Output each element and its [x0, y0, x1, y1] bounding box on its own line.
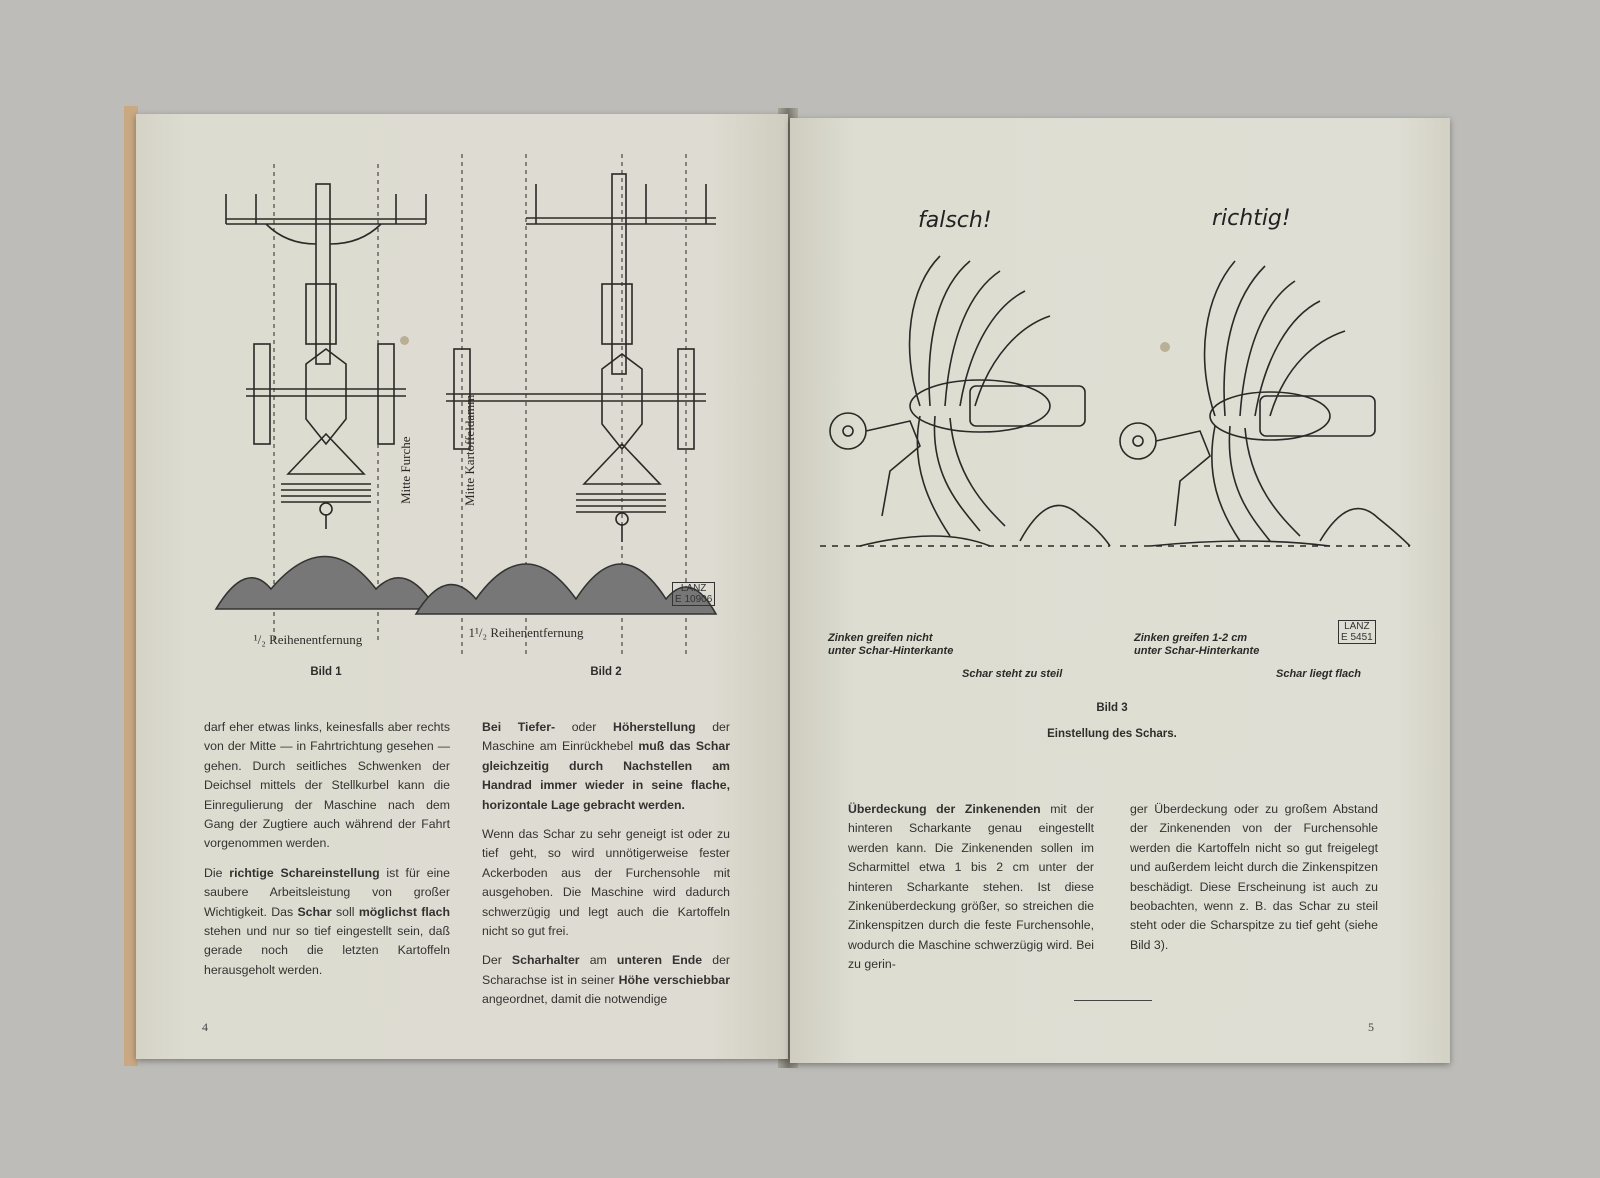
stamp-brand: LANZ	[1344, 621, 1370, 632]
stain-spot	[1160, 342, 1170, 352]
page-number-right: 5	[1368, 1020, 1374, 1034]
page-number-left: 4	[202, 1020, 208, 1034]
label-right-share: Schar liegt flach	[1276, 668, 1361, 680]
label-mitte-kartoffeldamm: Mitte Kartoffeldamm	[462, 394, 477, 506]
figure-1-dimension-label: ¹/₂ Reihenentfernung	[253, 632, 363, 647]
bold-span: muß das Schar gleichzeitig durch Nachste…	[482, 739, 730, 812]
text-span: stehen und nur so tief eingestellt sein,…	[204, 924, 450, 977]
left-col2-paragraph-2: Wenn das Schar zu sehr geneigt ist oder …	[482, 827, 730, 939]
stamp-code: E 10906	[675, 594, 713, 605]
text-span: oder	[555, 720, 613, 734]
bold-span: Höherstellung	[612, 720, 696, 734]
figure-2-drawing	[414, 154, 718, 654]
text-span: angeordnet, damit die notwendige	[482, 992, 668, 1007]
figure-3-caption-text: Einstellung des Schars.	[1047, 728, 1177, 740]
bold-span: unteren Ende	[616, 953, 703, 968]
text-span: mit der hinteren Scharkante genau einges…	[848, 802, 1095, 972]
left-col2-paragraph-1: Bei Tiefer- oder Höherstellung der Masch…	[482, 718, 730, 815]
bold-span: Höhe verschiebbar	[618, 972, 731, 987]
cover-edge	[124, 106, 138, 1066]
bold-span: Scharhalter	[511, 953, 580, 968]
left-col1-paragraph-1: darf eher etwas links, keinesfalls aber …	[204, 720, 450, 851]
label-mitte-furche: Mitte Furche	[398, 436, 413, 504]
bold-span: Überdeckung der Zinkenenden	[848, 802, 1041, 816]
left-col2-paragraph-3: Der Scharhalter am unteren Ende der Scha…	[482, 951, 730, 1009]
stamp-brand: LANZ	[680, 583, 707, 594]
bold-span: Bei Tiefer-	[482, 720, 556, 734]
stamp-code: E 5451	[1341, 632, 1373, 643]
right-col2-paragraph: ger Überdeckung oder zu großem Abstand d…	[1130, 802, 1378, 952]
bold-span: richtige Schareinstellung	[229, 865, 380, 880]
bold-span: möglichst flach	[358, 904, 450, 919]
figure-2-caption: Bild 2	[590, 666, 622, 678]
text-span: der Maschine am Einrückhebel	[482, 720, 730, 754]
left-text-column-1: darf eher etwas links, keinesfalls aber …	[204, 718, 450, 990]
heading-falsch: falsch!	[918, 208, 992, 233]
left-text-column-2: Bei Tiefer- oder Höherstellung der Masch…	[482, 718, 730, 1020]
text-span: der Scharachse ist in seiner	[482, 953, 731, 987]
right-setting-illustration	[1119, 260, 1411, 547]
right-col1-paragraph: Überdeckung der Zinkenenden mit der hint…	[848, 800, 1094, 975]
wrong-setting-illustration	[820, 255, 1111, 547]
right-page: falsch! richtig! Zinken greifen ni	[790, 118, 1450, 1063]
text-span: soll	[331, 904, 359, 919]
left-page: ¹/₂ Reihenentfernung Bild 1 Mitte Furche…	[136, 114, 788, 1059]
heading-richtig: richtig!	[1212, 206, 1291, 231]
figure-1-caption: Bild 1	[310, 666, 342, 678]
label-right-tines: Zinken greifen 1-2 cm unter Schar-Hinter…	[1134, 632, 1260, 657]
label-wrong-tines: Zinken greifen nicht unter Schar-Hinterk…	[828, 632, 954, 657]
figure-1-drawing	[214, 164, 438, 644]
text-span: am	[579, 953, 617, 968]
closing-rule	[1074, 1000, 1152, 1001]
lanz-stamp-right: LANZ E 5451	[1338, 620, 1376, 644]
text-span: ist für eine saubere Arbeitsleistung von…	[204, 865, 450, 919]
left-col1-paragraph-2: Die richtige Schareinstellung ist für ei…	[204, 864, 450, 980]
label-wrong-share: Schar steht zu steil	[962, 668, 1063, 680]
stain-spot	[400, 336, 409, 345]
right-text-column-1: Überdeckung der Zinkenenden mit der hint…	[848, 800, 1094, 985]
lanz-stamp-left: LANZ E 10906	[672, 582, 716, 606]
figure-2-dimension-label: 1¹/₂ Reihenentfernung	[468, 625, 584, 640]
right-text-column-2: ger Überdeckung oder zu großem Abstand d…	[1130, 800, 1378, 965]
figure-3-caption: Bild 3	[1096, 702, 1128, 714]
text-span: Der	[482, 953, 512, 968]
text-span: Die	[204, 865, 230, 880]
bold-span: Schar	[297, 904, 332, 919]
open-booklet: ¹/₂ Reihenentfernung Bild 1 Mitte Furche…	[118, 88, 1473, 1083]
